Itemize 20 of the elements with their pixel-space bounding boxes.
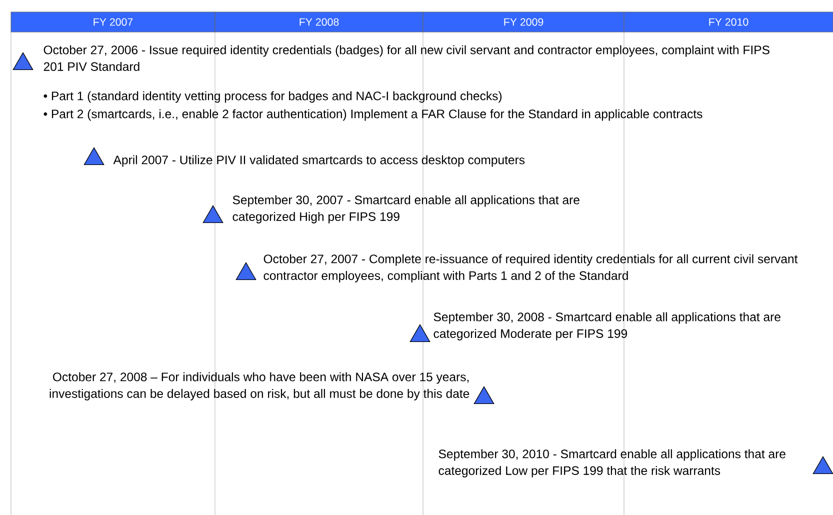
milestone-text: April 2007 - Utilize PIV II validated smartcards to access desktop computers xyxy=(113,155,525,167)
milestone-triangle xyxy=(410,324,430,342)
bullet-text: • Part 2 (smartcards, i.e., enable 2 factor authentication) Implement a FAR Clause for the Standard in applicable contracts xyxy=(44,109,702,121)
bullet-text: • Part 1 (standard identity vetting process for badges and NAC-I background checks) xyxy=(44,91,502,103)
milestone-text: September 30, 2007 - Smartcard enable all applications that are categorized High per FIPS 199 xyxy=(232,195,580,224)
milestone-triangle xyxy=(12,52,34,70)
milestone-triangle xyxy=(84,147,104,165)
header-cell: FY 2009 xyxy=(422,12,624,32)
header-cell: FY 2008 xyxy=(214,12,424,32)
milestone-triangle xyxy=(202,205,224,223)
milestone-text: October 27, 2008 – For individuals who have been with NASA over 15 years, investigations can be delayed based on risk, but all must be done by this date xyxy=(50,372,470,400)
milestone-triangle xyxy=(236,262,256,280)
milestone-triangle xyxy=(474,386,494,404)
milestone-text: September 30, 2008 - Smartcard enable all applications that are categorized Moderate per FIPS 199 xyxy=(434,312,780,340)
milestone-text: October 27, 2007 - Complete re-issuance of required identity credentials for all current civil servant contractor employees, compliant with Parts 1 and 2 of the Standard xyxy=(264,254,798,282)
milestone-text: October 27, 2006 - Issue required identity credentials (badges) for all new civil servant and contractor employees, complaint with FIPS 201 PIV Standard xyxy=(44,45,770,71)
milestone-text: September 30, 2010 - Smartcard enable all applications that are categorized Low per FIPS 199 that the risk warrants xyxy=(438,449,786,478)
milestone-triangle xyxy=(812,456,833,474)
header-cell: FY 2007 xyxy=(10,12,216,32)
header-cell: FY 2010 xyxy=(624,12,833,32)
